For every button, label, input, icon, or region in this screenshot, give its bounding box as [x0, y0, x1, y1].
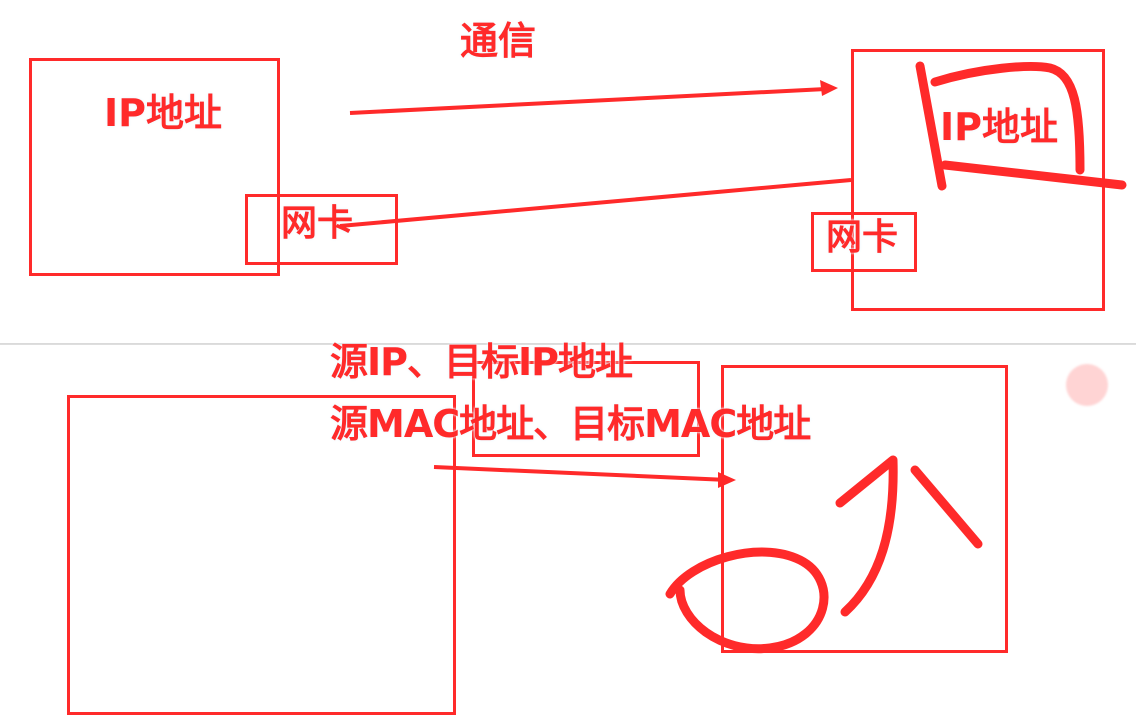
left-host-ip-label: IP地址 — [104, 91, 222, 135]
packet-header-box — [472, 361, 700, 457]
top-panel: 通信 IP地址 网卡 IP地址 网卡 — [0, 0, 1136, 345]
ip-address-line: 源IP、目标IP地址 — [330, 340, 633, 384]
bottom-right-host-box — [721, 365, 1008, 653]
left-nic-label: 网卡 — [281, 203, 354, 244]
cursor-pointer-indicator — [1066, 364, 1108, 406]
communication-title: 通信 — [460, 19, 537, 63]
mac-address-line: 源MAC地址、目标MAC地址 — [330, 402, 811, 446]
left-host-box — [29, 58, 280, 276]
right-nic-label: 网卡 — [826, 217, 899, 258]
right-nic-box — [811, 212, 917, 272]
left-nic-box — [245, 194, 398, 265]
bottom-panel: 源IP、目标IP地址 源MAC地址、目标MAC地址 — [0, 340, 1136, 715]
right-host-ip-label: IP地址 — [940, 105, 1058, 149]
